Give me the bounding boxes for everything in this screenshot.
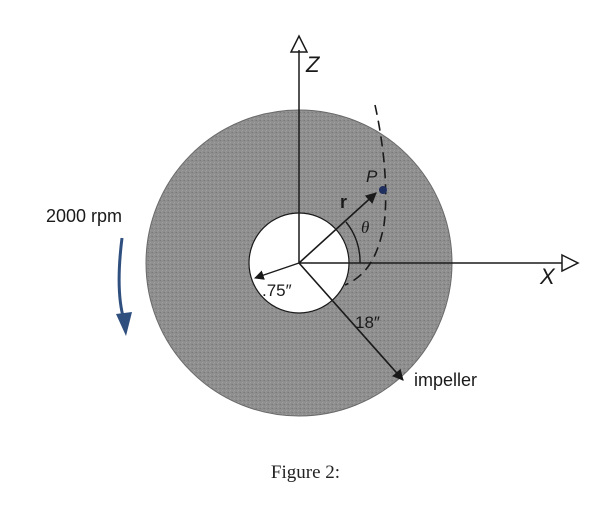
theta-arc <box>345 221 361 264</box>
inner-radius-arrow <box>254 262 300 280</box>
point-p <box>379 186 387 194</box>
x-axis-label: X <box>539 264 556 289</box>
radius-vector-label: r <box>340 192 347 212</box>
rotation-direction-arrowhead <box>116 312 132 336</box>
inner-radius-label: .75″ <box>262 281 292 300</box>
radius-vector <box>298 192 377 264</box>
point-path-curve <box>344 104 387 286</box>
impeller-label: impeller <box>414 370 477 390</box>
outer-radius-arrow <box>298 262 404 381</box>
z-axis-label: Z <box>305 52 321 77</box>
z-axis-arrowhead <box>289 34 309 53</box>
outer-radius-label: 18″ <box>355 313 380 332</box>
theta-label: θ <box>361 218 369 237</box>
point-p-label: P <box>366 167 378 186</box>
figure-caption: Figure 2: <box>270 462 341 483</box>
x-axis-arrowhead <box>561 253 580 273</box>
rotation-direction-arrow <box>117 237 126 321</box>
rotation-speed-label: 2000 rpm <box>46 206 122 226</box>
